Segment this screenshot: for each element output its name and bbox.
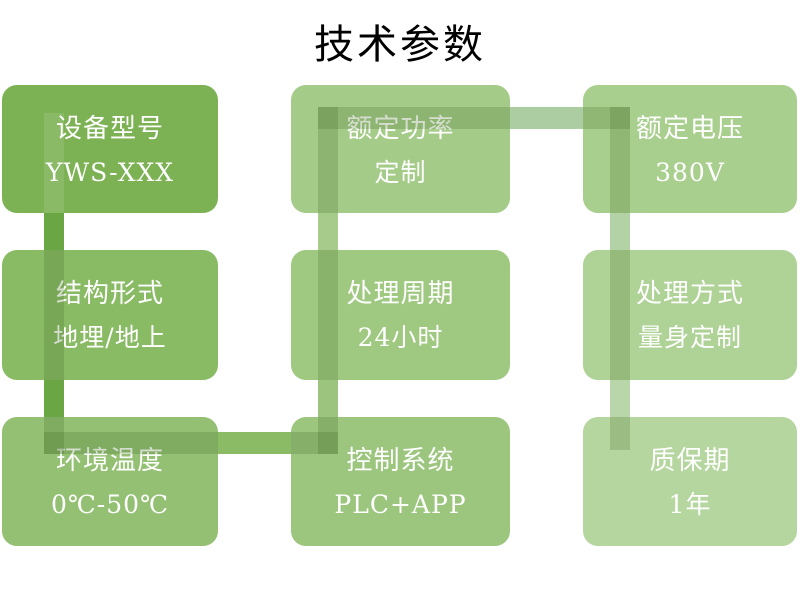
param-label: 结构形式 [55,279,164,309]
param-value: 0℃-50℃ [50,490,170,519]
param-label: 额定功率 [346,114,455,144]
connector-left-vertical-upper [44,211,64,252]
param-label: 额定电压 [635,114,744,144]
param-value: 380V [655,158,725,187]
param-value: 1年 [668,490,712,519]
param-value: YWS-XXX [45,158,175,187]
param-label: 处理周期 [346,279,455,309]
param-box-rated-voltage: 额定电压 380V [583,85,797,213]
param-box-treatment-method: 处理方式 量身定制 [583,250,797,380]
connector-top-horizontal [508,107,585,129]
param-value: 量身定制 [637,323,742,352]
param-box-rated-power: 额定功率 定制 [291,85,510,213]
param-value: PLC+APP [334,490,467,519]
param-box-device-model: 设备型号 YWS-XXX [2,85,218,213]
param-box-warranty: 质保期 1年 [583,417,797,546]
param-box-control-system: 控制系统 PLC+APP [291,417,510,546]
param-label: 处理方式 [635,279,744,309]
param-label: 质保期 [649,446,731,476]
connector-left-vertical-lower [44,378,64,419]
param-box-ambient-temperature: 环境温度 0℃-50℃ [2,417,218,546]
connector-bottom-horizontal [216,432,293,454]
connector-middle-vertical-lower [318,378,338,419]
connector-right-vertical-lower [610,378,630,419]
param-value: 定制 [374,158,427,187]
param-value: 地埋/地上 [53,323,167,352]
slide-title: 技术参数 [314,23,486,67]
connector-right-vertical-upper [610,211,630,252]
param-box-treatment-cycle: 处理周期 24小时 [291,250,510,380]
param-label: 环境温度 [55,446,164,476]
param-value: 24小时 [357,323,444,352]
param-box-structure-type: 结构形式 地埋/地上 [2,250,218,380]
connector-middle-vertical-upper [318,211,338,252]
param-label: 控制系统 [346,446,455,476]
param-label: 设备型号 [55,114,164,144]
